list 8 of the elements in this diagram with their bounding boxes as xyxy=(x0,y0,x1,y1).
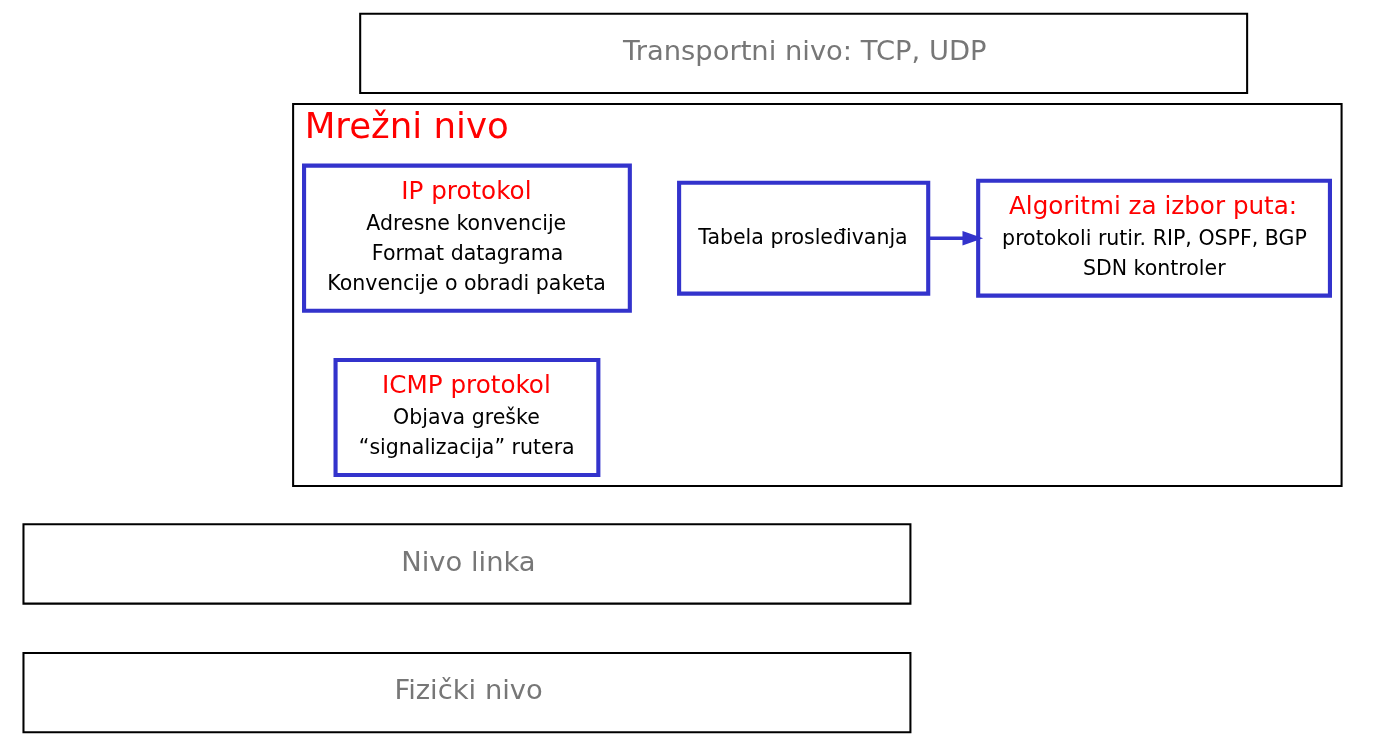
node-box: Tabela prosleđivanja xyxy=(676,180,930,296)
node-box: Fizički nivo xyxy=(21,651,911,734)
node-box: Algoritmi za izbor puta: protokoli rutir. RIP, OSPF, BGP SDN kontroler xyxy=(975,178,1332,298)
node-box: Nivo linka xyxy=(21,523,911,605)
node-box: IP protokol Adresne konvencije Format datagrama Konvencije o obradi paketa xyxy=(301,163,632,313)
node-box: ICMP protokol Objava greške “signalizacija” rutera xyxy=(333,357,600,478)
arrow xyxy=(928,231,983,246)
node-box: Transportni nivo: TCP, UDP xyxy=(358,12,1248,95)
